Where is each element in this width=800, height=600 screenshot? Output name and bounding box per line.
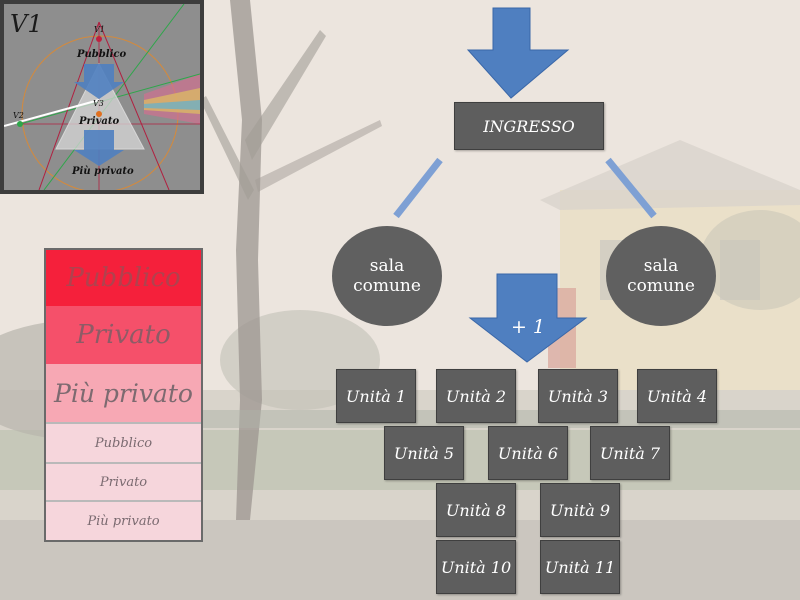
vertex-label: V2 (13, 111, 24, 120)
thumbnail-diagram: V1 V1 V3 V2 Pubblico Privato Più privato (0, 0, 204, 194)
unit-box: Unità 5 (384, 426, 464, 480)
common-room-right-line2: comune (627, 276, 695, 296)
top-arrow (466, 7, 570, 99)
connector-left (393, 157, 443, 219)
legend-item-privato: Privato (46, 306, 201, 364)
unit-box: Unità 3 (538, 369, 618, 423)
unit-box: Unità 10 (436, 540, 516, 594)
legend-item-pubblico-small: Pubblico (46, 422, 201, 462)
unit-box: Unità 1 (336, 369, 416, 423)
connector-right (605, 157, 657, 219)
common-room-right-line1: sala (643, 256, 679, 276)
unit-box: Unità 11 (540, 540, 620, 594)
common-room-left-line1: sala (369, 256, 405, 276)
unit-box: Unità 4 (637, 369, 717, 423)
thumbnail-label: Più privato (72, 166, 134, 177)
legend-item-pubblico: Pubblico (46, 250, 201, 306)
unit-box: Unità 7 (590, 426, 670, 480)
common-room-left-line2: comune (353, 276, 421, 296)
plus-one-arrow (468, 273, 588, 363)
vertex-label: V3 (93, 99, 104, 108)
thumbnail-label: Privato (79, 116, 120, 127)
plus-one-label: + 1 (510, 316, 546, 338)
legend-item-privato-small: Privato (46, 462, 201, 500)
unit-box: Unità 8 (436, 483, 516, 537)
unit-box: Unità 9 (540, 483, 620, 537)
thumbnail-title: V1 (10, 10, 43, 38)
vertex-label: V1 (94, 25, 105, 34)
entrance-box: INGRESSO (454, 102, 604, 150)
unit-box: Unità 6 (488, 426, 568, 480)
legend: Pubblico Privato Più privato Pubblico Pr… (44, 248, 203, 542)
legend-item-piu-privato-small: Più privato (46, 500, 201, 540)
thumbnail-drawing (4, 4, 200, 190)
legend-item-piu-privato: Più privato (46, 364, 201, 422)
thumbnail-label: Pubblico (77, 49, 127, 60)
unit-box: Unità 2 (436, 369, 516, 423)
